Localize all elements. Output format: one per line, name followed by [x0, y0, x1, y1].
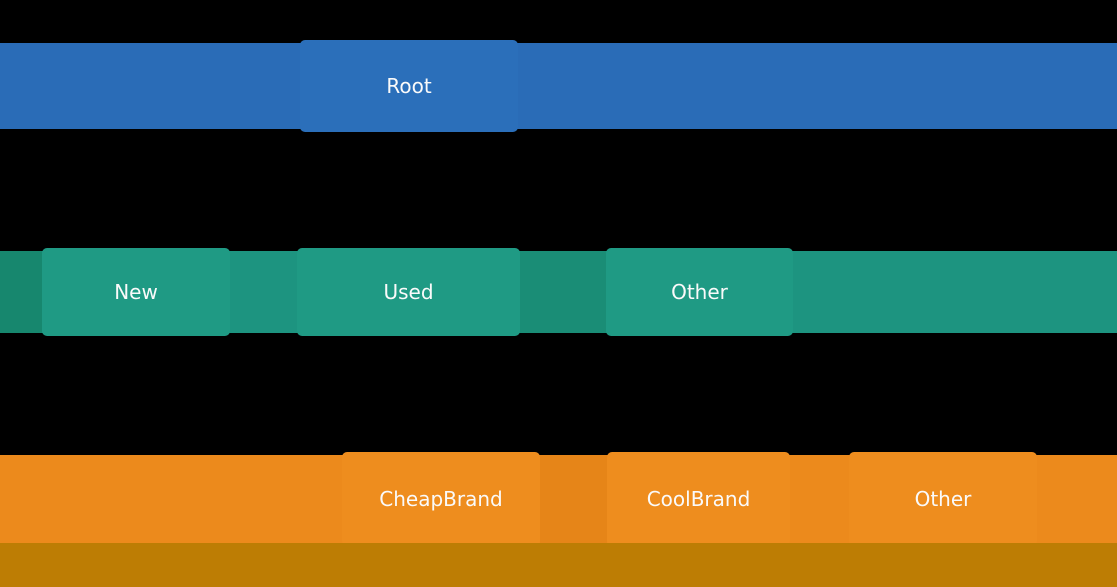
node-cheapbrand-label: CheapBrand — [379, 487, 503, 511]
node-other-brand[interactable]: Other — [849, 452, 1037, 546]
condition-dark-mid — [520, 251, 606, 333]
node-cheapbrand[interactable]: CheapBrand — [342, 452, 540, 546]
root-band — [0, 43, 1117, 129]
node-new-label: New — [114, 280, 158, 304]
node-other-brand-label: Other — [914, 487, 972, 511]
condition-dark-left — [0, 251, 42, 333]
node-new[interactable]: New — [42, 248, 230, 336]
node-used-label: Used — [383, 280, 434, 304]
node-root-label: Root — [386, 74, 432, 98]
brand-dark-mid — [540, 455, 607, 543]
node-other-condition[interactable]: Other — [606, 248, 793, 336]
node-used[interactable]: Used — [297, 248, 520, 336]
depth3-band — [0, 543, 1117, 587]
node-coolbrand-label: CoolBrand — [646, 487, 751, 511]
node-root[interactable]: Root — [300, 40, 518, 132]
node-other-condition-label: Other — [671, 280, 728, 304]
node-coolbrand[interactable]: CoolBrand — [607, 452, 790, 546]
